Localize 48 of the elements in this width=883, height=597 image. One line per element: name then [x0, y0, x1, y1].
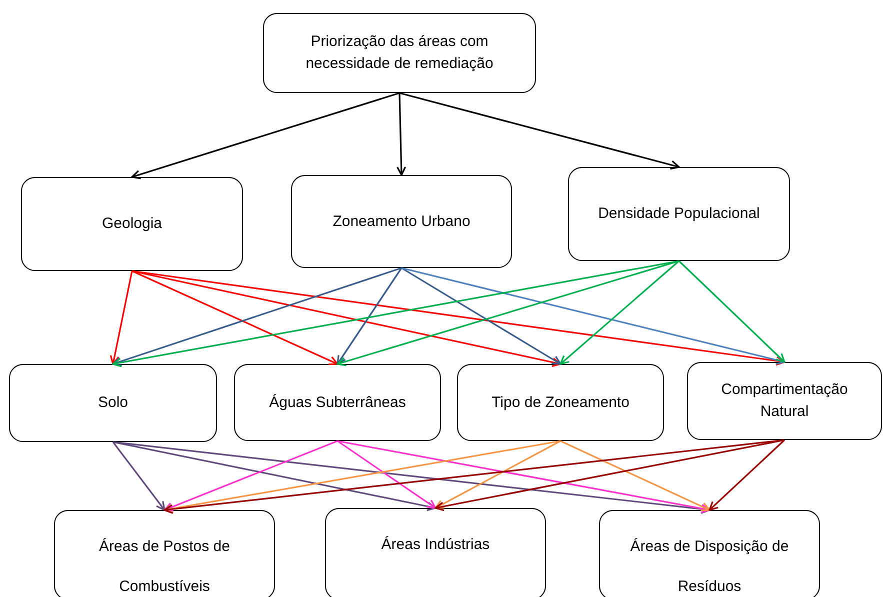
process-box	[599, 510, 820, 597]
arrow	[131, 92, 400, 180]
arrow	[336, 268, 402, 365]
box-label: Solo	[98, 393, 128, 413]
arrow	[434, 440, 561, 509]
box-label: Compartimentação Natural	[720, 380, 849, 422]
arrow	[399, 92, 680, 170]
arrow	[112, 267, 402, 366]
box-label: Águas Subterrâneas	[269, 392, 406, 412]
arrow	[336, 260, 680, 366]
box-label: Densidade Populacional	[598, 204, 760, 224]
process-box	[568, 167, 790, 261]
process-box	[457, 364, 664, 441]
arrow	[337, 440, 710, 514]
box-label: Geologia	[102, 214, 162, 234]
arrow	[132, 270, 338, 366]
arrow	[401, 267, 562, 365]
process-box	[325, 508, 546, 597]
arrow	[112, 441, 710, 514]
arrow	[110, 270, 133, 365]
process-box	[291, 175, 512, 268]
arrow	[678, 260, 786, 363]
box-label: Tipo de Zoneamento	[492, 392, 630, 412]
arrow	[396, 92, 406, 176]
box-label: Zoneamento Urbano	[332, 212, 470, 232]
arrow	[337, 440, 436, 509]
arrow	[132, 270, 786, 366]
process-box	[21, 177, 243, 271]
process-box	[263, 13, 536, 93]
arrow	[112, 442, 166, 511]
arrow	[132, 270, 562, 367]
box-label: Áreas de Disposição de Resíduos	[629, 537, 790, 597]
arrow	[164, 440, 561, 514]
box-label: Priorização das áreas com necessidade de remediação	[304, 32, 494, 74]
arrow	[434, 439, 785, 512]
arrow	[708, 439, 786, 511]
process-box	[9, 364, 217, 442]
arrow	[401, 267, 786, 365]
arrow	[112, 260, 680, 368]
box-label: Áreas de Postos de Combustíveis	[98, 537, 231, 597]
process-box	[234, 364, 441, 441]
arrow	[112, 441, 436, 512]
process-box	[687, 362, 882, 440]
arrow	[560, 440, 710, 512]
process-box	[54, 510, 275, 597]
box-label: Áreas Indústrias	[381, 535, 490, 555]
arrow	[164, 440, 338, 512]
arrow	[560, 260, 680, 365]
